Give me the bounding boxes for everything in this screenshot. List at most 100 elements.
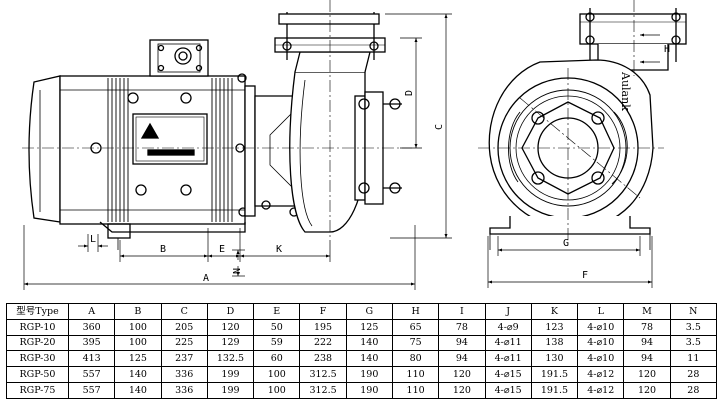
table-cell: 60 — [253, 350, 301, 368]
dim-label-a: A — [203, 273, 209, 284]
table-cell: 199 — [206, 381, 255, 399]
table-cell: 4-⌀15 — [484, 366, 532, 383]
table-cell: 59 — [253, 334, 301, 352]
table-cell: 100 — [114, 334, 162, 352]
table-cell: 195 — [299, 318, 347, 336]
table-cell: 395 — [67, 334, 116, 352]
table-cell: RGP-10 — [6, 318, 69, 336]
table-cell: 4-⌀10 — [577, 350, 625, 368]
table-cell: 4-⌀11 — [484, 334, 532, 352]
table-cell: 100 — [114, 318, 162, 336]
column-header: I — [438, 303, 486, 320]
table-cell: 120 — [438, 381, 486, 399]
table-cell: 110 — [391, 381, 440, 399]
column-header: D — [206, 303, 255, 320]
table-cell: 11 — [669, 350, 718, 368]
side-view — [28, 12, 402, 250]
dim-label-k: K — [276, 244, 282, 255]
column-header: J — [484, 303, 532, 320]
table-cell: 3.5 — [669, 334, 718, 352]
table-cell: RGP-20 — [6, 334, 69, 352]
column-header: E — [253, 303, 301, 320]
table-cell: 94 — [438, 350, 486, 368]
table-cell: 125 — [114, 350, 162, 368]
column-header: 型号Type — [6, 303, 69, 320]
column-header: K — [530, 303, 579, 320]
table-cell: 75 — [391, 334, 440, 352]
table-cell: 94 — [438, 334, 486, 352]
column-header: N — [669, 303, 718, 320]
dim-label-d: D — [404, 90, 415, 96]
table-cell: 4-⌀11 — [484, 350, 532, 368]
table-cell: 190 — [345, 381, 393, 399]
table-cell: 222 — [299, 334, 347, 352]
table-cell: 3.5 — [669, 318, 718, 336]
table-cell: 140 — [114, 381, 162, 399]
table-cell: 336 — [160, 366, 208, 383]
table-cell: 28 — [669, 381, 718, 399]
table-cell: 190 — [345, 366, 393, 383]
dim-label-h: H — [664, 44, 670, 55]
table-cell: 125 — [345, 318, 393, 336]
table-cell: 120 — [438, 366, 486, 383]
column-header: M — [623, 303, 671, 320]
table-cell: 140 — [345, 350, 393, 368]
table-cell: 65 — [391, 318, 440, 336]
table-cell: 138 — [530, 334, 579, 352]
table-cell: 4-⌀12 — [577, 381, 625, 399]
column-header: G — [345, 303, 393, 320]
table-cell: 4-⌀10 — [577, 318, 625, 336]
table-cell: 4-⌀15 — [484, 381, 532, 399]
table-cell: 78 — [438, 318, 486, 336]
table-cell: 238 — [299, 350, 347, 368]
column-header: H — [391, 303, 440, 320]
table-cell: 100 — [253, 381, 301, 399]
table-cell: 557 — [67, 381, 116, 399]
table-cell: 191.5 — [530, 381, 579, 399]
table-cell: 94 — [623, 334, 671, 352]
dim-label-e: E — [219, 244, 225, 255]
table-cell: 110 — [391, 366, 440, 383]
table-cell: 312.5 — [299, 381, 347, 399]
brand-mark: Aulank — [619, 71, 632, 111]
table-cell: 123 — [530, 318, 579, 336]
table-cell: 120 — [206, 318, 255, 336]
dim-label-l: L — [90, 234, 96, 245]
table-cell: 237 — [160, 350, 208, 368]
table-cell: 225 — [160, 334, 208, 352]
table-cell: 312.5 — [299, 366, 347, 383]
front-view — [488, 8, 687, 250]
table-cell: 4-⌀12 — [577, 366, 625, 383]
table-cell: 80 — [391, 350, 440, 368]
table-cell: 360 — [67, 318, 116, 336]
dim-label-n: N — [232, 268, 243, 274]
dim-label-b: B — [160, 244, 166, 255]
column-header: L — [577, 303, 625, 320]
table-cell: 94 — [623, 350, 671, 368]
table-cell: 4-⌀9 — [484, 318, 532, 336]
table-cell: 205 — [160, 318, 208, 336]
table-cell: 120 — [623, 366, 671, 383]
table-cell: 50 — [253, 318, 301, 336]
table-cell: 28 — [669, 366, 718, 383]
table-cell: 140 — [345, 334, 393, 352]
table-cell: 199 — [206, 366, 255, 383]
table-cell: RGP-75 — [6, 381, 69, 399]
table-cell: 191.5 — [530, 366, 579, 383]
table-cell: 100 — [253, 366, 301, 383]
pump-dimension-drawing: A B E K L N D C G F H Aulank — [22, 0, 687, 290]
table-cell: 129 — [206, 334, 255, 352]
table-cell: 4-⌀10 — [577, 334, 625, 352]
table-cell: 413 — [67, 350, 116, 368]
column-header: C — [160, 303, 208, 320]
table-cell: 336 — [160, 381, 208, 399]
table-cell: RGP-30 — [6, 350, 69, 368]
table-cell: 557 — [67, 366, 116, 383]
